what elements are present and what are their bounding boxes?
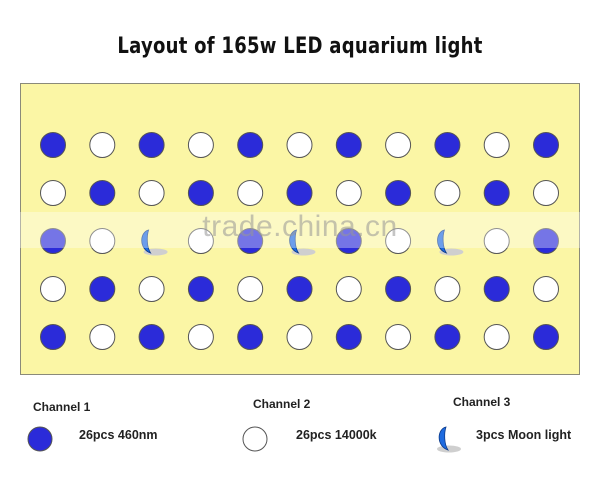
white-led [89, 132, 116, 158]
white-led [138, 180, 165, 206]
moon-led [289, 229, 316, 256]
blue-led [533, 132, 559, 158]
moon-led [141, 229, 168, 256]
blue-led [533, 228, 559, 254]
white-led [434, 180, 461, 206]
blue-led [138, 324, 165, 350]
legend-channel-1-label: Channel 1 [33, 400, 91, 414]
blue-led [335, 228, 362, 254]
white-led [483, 132, 510, 158]
blue-led [335, 324, 362, 350]
white-led-icon [242, 426, 268, 452]
white-led [138, 276, 165, 302]
blue-led [40, 132, 66, 158]
blue-led-icon [27, 426, 53, 452]
blue-led [434, 132, 461, 158]
legend-channel-2-description: 26pcs 14000k [296, 428, 377, 442]
legend-channel-1-description: 26pcs 460nm [79, 428, 158, 442]
white-led [385, 132, 412, 158]
blue-led [385, 276, 412, 302]
white-led [483, 228, 510, 254]
blue-led [385, 180, 412, 206]
white-led [40, 276, 66, 302]
white-led [187, 324, 214, 350]
blue-led [40, 324, 66, 350]
blue-led [89, 180, 116, 206]
blue-led [40, 228, 66, 254]
blue-led [533, 324, 559, 350]
blue-led [286, 276, 313, 302]
blue-led [335, 132, 362, 158]
white-led [286, 324, 313, 350]
diagram-title: Layout of 165w LED aquarium light [117, 34, 483, 59]
blue-led [237, 132, 264, 158]
white-led [237, 276, 264, 302]
white-led [40, 180, 66, 206]
white-led [335, 180, 362, 206]
legend-channel-3-description: 3pcs Moon light [476, 428, 572, 442]
blue-led [286, 180, 313, 206]
watermark-text: trade.china.cn [202, 210, 398, 243]
blue-led [483, 276, 510, 302]
white-led [89, 228, 116, 254]
white-led [483, 324, 510, 350]
white-led [434, 276, 461, 302]
blue-led [187, 180, 214, 206]
white-led [335, 276, 362, 302]
blue-led [187, 276, 214, 302]
white-led [286, 132, 313, 158]
white-led [237, 180, 264, 206]
blue-led [89, 276, 116, 302]
blue-led [138, 132, 165, 158]
blue-led [434, 324, 461, 350]
white-led [187, 132, 214, 158]
white-led [533, 276, 559, 302]
blue-led [237, 228, 264, 254]
moon-led-icon [437, 426, 461, 453]
blue-led [483, 180, 510, 206]
white-led [533, 180, 559, 206]
white-led [187, 228, 214, 254]
white-led [385, 228, 412, 254]
legend-channel-2-label: Channel 2 [253, 397, 311, 411]
blue-led [237, 324, 264, 350]
moon-led [437, 229, 464, 256]
white-led [89, 324, 116, 350]
white-led [385, 324, 412, 350]
legend-channel-3-label: Channel 3 [453, 395, 511, 409]
